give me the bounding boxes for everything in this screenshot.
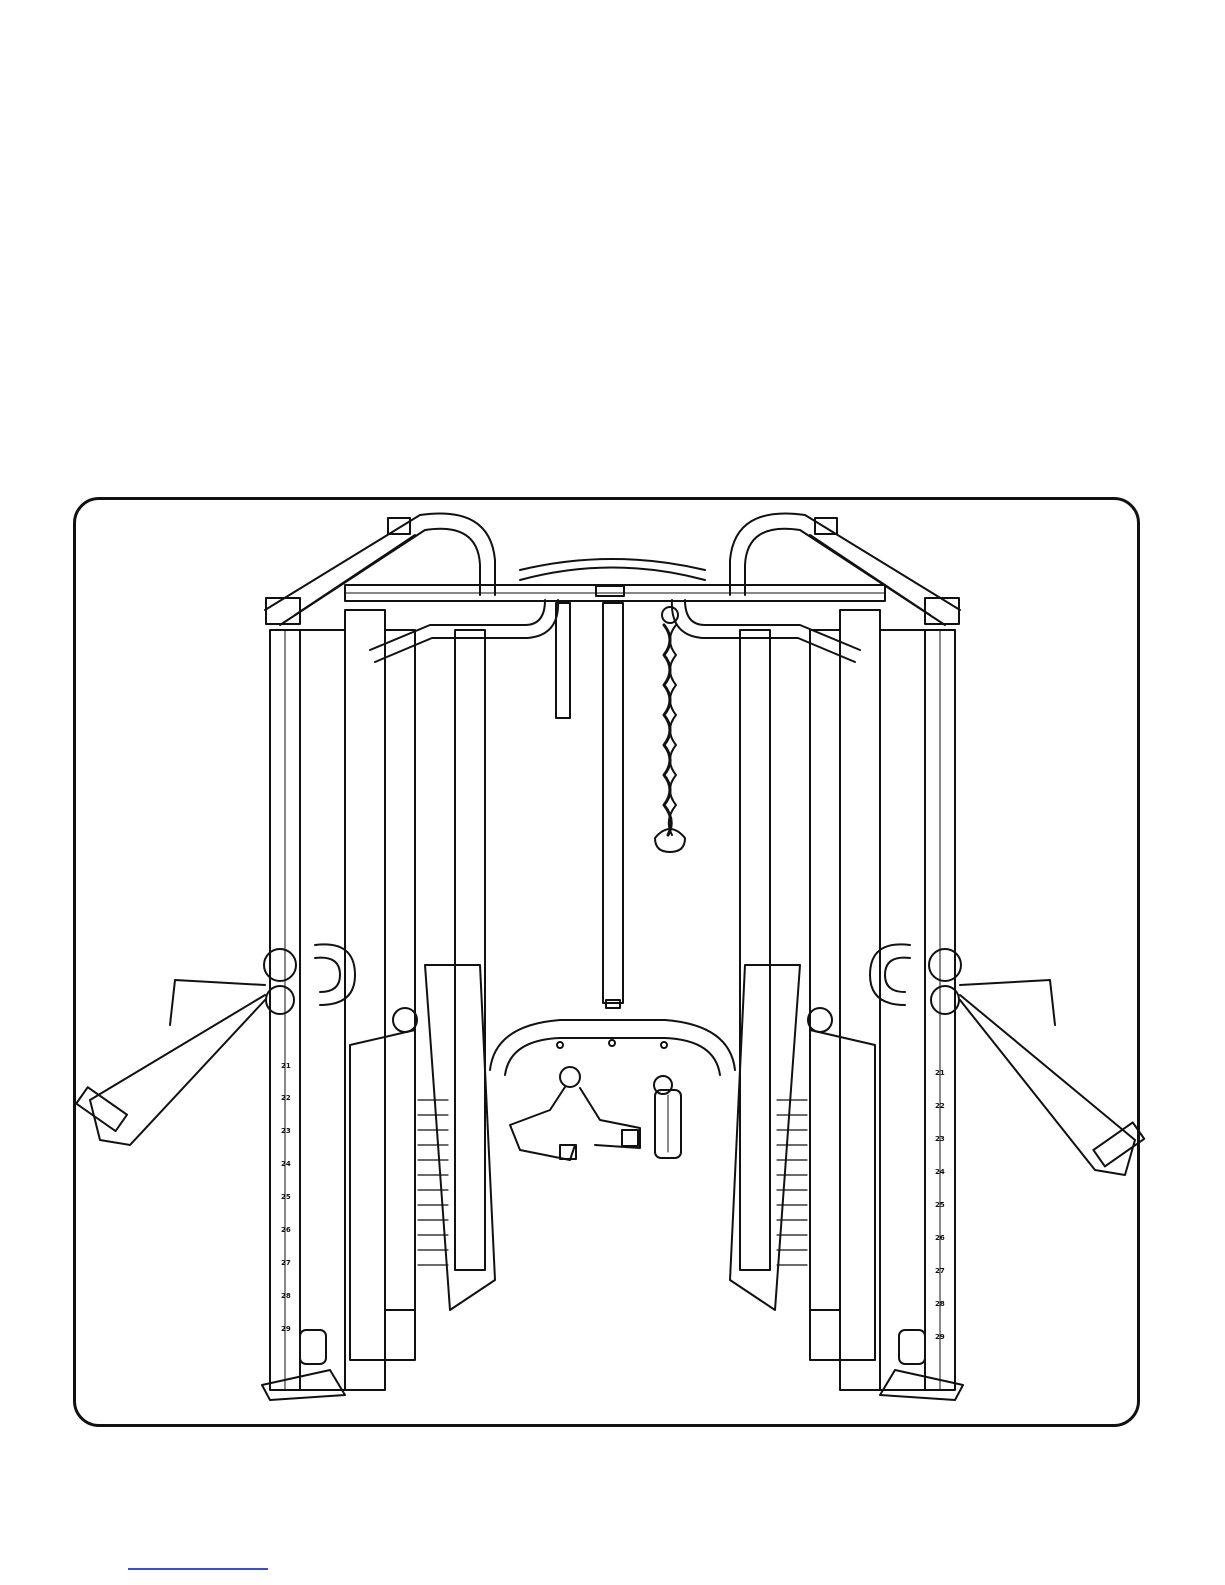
svg-text:28: 28 (281, 1292, 291, 1300)
svg-text:25: 25 (935, 1201, 945, 1209)
left-height-scale: 21 22 23 24 25 26 27 28 29 (281, 1062, 291, 1333)
right-tower (730, 610, 1144, 1400)
svg-text:22: 22 (281, 1094, 291, 1102)
svg-text:21: 21 (281, 1062, 291, 1070)
top-frame (265, 513, 960, 625)
svg-text:24: 24 (281, 1160, 291, 1168)
svg-text:27: 27 (281, 1259, 291, 1267)
svg-text:28: 28 (935, 1300, 945, 1308)
svg-text:26: 26 (935, 1234, 945, 1242)
svg-text:27: 27 (935, 1267, 945, 1275)
svg-text:26: 26 (281, 1226, 291, 1234)
svg-text:24: 24 (935, 1168, 945, 1176)
pull-up-crossbar (345, 585, 885, 1008)
svg-text:23: 23 (935, 1135, 945, 1143)
svg-text:29: 29 (935, 1333, 945, 1341)
svg-text:22: 22 (935, 1102, 945, 1110)
svg-text:23: 23 (281, 1127, 291, 1135)
svg-text:29: 29 (281, 1325, 291, 1333)
ankle-strap-accessory (510, 1067, 640, 1160)
svg-text:25: 25 (281, 1193, 291, 1201)
left-tower (76, 610, 495, 1400)
tricep-rope-attachment (655, 607, 685, 852)
handle-clip-accessory (654, 1076, 681, 1158)
base-frame (490, 1020, 735, 1075)
footer-link-underline[interactable] (128, 1568, 268, 1570)
right-height-scale: 21 22 23 24 25 26 27 28 29 (935, 1069, 945, 1341)
svg-text:21: 21 (935, 1069, 945, 1077)
